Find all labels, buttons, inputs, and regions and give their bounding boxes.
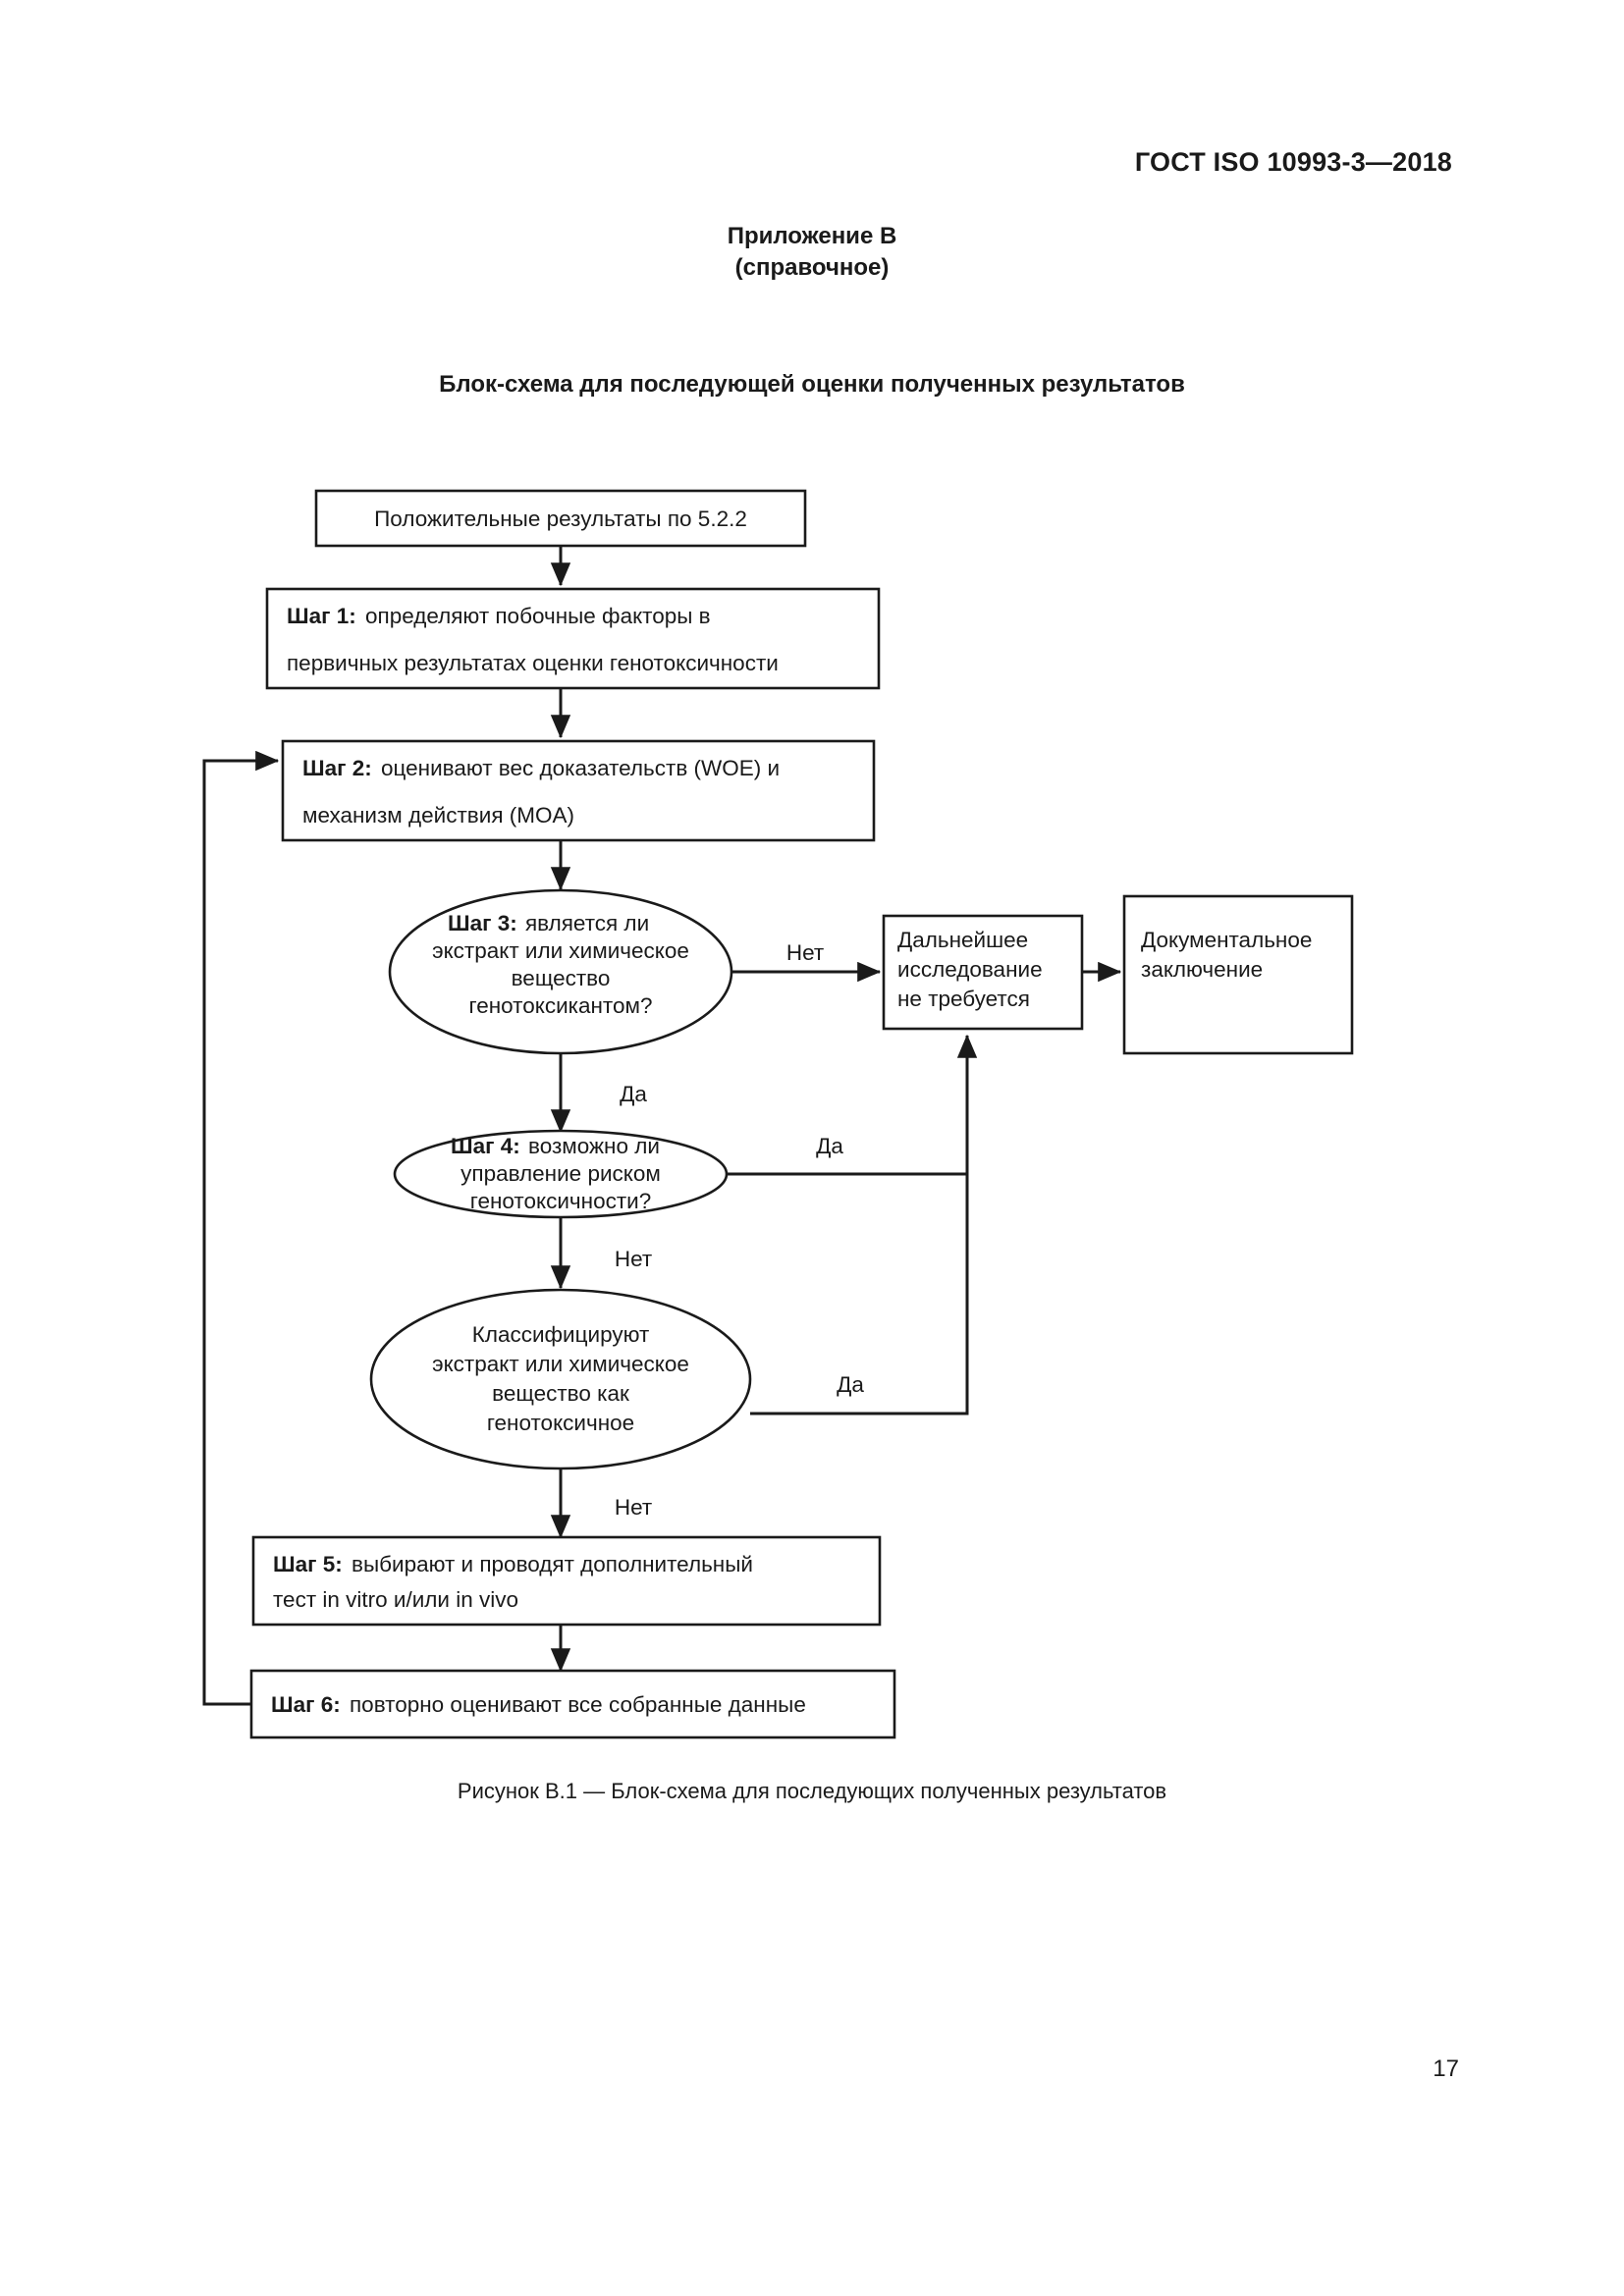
- step5-label: Шаг 5:: [273, 1552, 343, 1576]
- classify-line4: генотоксичное: [487, 1411, 634, 1435]
- step5-line2: тест in vitro и/или in vivo: [273, 1587, 518, 1612]
- classify-line1: Классифицируют: [472, 1322, 650, 1347]
- step5-conjunction: и/или: [388, 1587, 457, 1612]
- connector-classify-yes-riser: [750, 1034, 978, 1415]
- node-step1[interactable]: Шаг 1: определяют побочные факторы в пер…: [265, 587, 881, 690]
- step4-ellipse[interactable]: [393, 1129, 729, 1219]
- connectors: [202, 546, 1122, 1706]
- classify-ellipse[interactable]: [369, 1288, 752, 1470]
- edge-label-step4-yes: Да: [816, 1134, 843, 1158]
- node-step6[interactable]: Шаг 6: повторно оценивают все собранные …: [249, 1669, 896, 1739]
- node-step5[interactable]: Шаг 5: выбирают и проводят дополнительны…: [251, 1535, 882, 1627]
- step1-label: Шаг 1:: [287, 604, 356, 628]
- documented-line1: Документальное: [1141, 928, 1312, 952]
- step5-line2-prefix: тест: [273, 1587, 322, 1612]
- step5-in-vitro: in vitro: [322, 1587, 387, 1612]
- step2-line2: механизм действия (MOA): [302, 803, 574, 828]
- node-documented-conclusion[interactable]: Документальное заключение: [1122, 894, 1354, 1055]
- edge-label-classify-no: Нет: [615, 1495, 652, 1520]
- step2-box[interactable]: [281, 739, 876, 842]
- no-further-box[interactable]: [882, 914, 1084, 1031]
- edge-label-step3-yes: Да: [620, 1082, 647, 1106]
- step3-line4: генотоксикантом?: [469, 993, 653, 1018]
- step1-line2: первичных результатах оценки генотоксичн…: [287, 651, 779, 675]
- step3-label: Шаг 3:: [448, 911, 517, 935]
- step3-line1: является ли: [525, 911, 649, 935]
- step4-label: Шаг 4:: [451, 1134, 520, 1158]
- section-title: Блок-схема для последующей оценки получе…: [439, 371, 1185, 398]
- start-box[interactable]: [314, 489, 807, 548]
- step5-line1: выбирают и проводят дополнительный: [352, 1552, 753, 1576]
- step3-ellipse[interactable]: [388, 888, 733, 1055]
- start-label: Положительные результаты по 5.2.2: [374, 507, 747, 531]
- figure-caption: Рисунок В.1 — Блок-схема для последующих…: [457, 1779, 1167, 1803]
- step6-box[interactable]: [249, 1669, 896, 1739]
- step3-line2: экстракт или химическое: [432, 938, 689, 963]
- no-further-line2: исследование: [897, 957, 1043, 982]
- documented-box[interactable]: [1122, 894, 1354, 1055]
- edge-label-classify-yes: Да: [837, 1372, 864, 1397]
- edge-label-step3-no: Нет: [786, 940, 824, 965]
- annex-label: Приложение В: [727, 223, 897, 249]
- connector-step6-feedback-to-step2: [202, 750, 280, 1706]
- step2-line1: оценивают вес доказательств (WOE) и: [381, 756, 780, 780]
- page-number: 17: [1433, 2056, 1459, 2082]
- annex-kind: (справочное): [734, 254, 890, 282]
- edge-label-step4-no: Нет: [615, 1247, 652, 1271]
- document-header: ГОСТ ISO 10993-3—2018: [1134, 147, 1452, 177]
- step5-in-vivo: in vivo: [456, 1587, 518, 1612]
- node-step3[interactable]: Шаг 3: является ли экстракт или химическ…: [388, 888, 733, 1055]
- step3-line3: вещество: [512, 966, 611, 990]
- step6-label: Шаг 6:: [271, 1692, 341, 1717]
- step4-line2: управление риском: [460, 1161, 661, 1186]
- step1-box[interactable]: [265, 587, 881, 690]
- no-further-line3: не требуется: [897, 987, 1030, 1011]
- documented-line2: заключение: [1141, 957, 1263, 982]
- node-classify[interactable]: Классифицируют экстракт или химическое в…: [369, 1288, 752, 1470]
- flowchart-diagram: Положительные результаты по 5.2.2 Шаг 1:…: [202, 489, 1354, 1739]
- node-no-further-investigation[interactable]: Дальнейшее исследование не требуется: [882, 914, 1084, 1031]
- node-start[interactable]: Положительные результаты по 5.2.2: [314, 489, 807, 548]
- annex-title: Приложение В (справочное): [0, 221, 1624, 285]
- edge-labels: Нет Да Да Нет Да Нет: [615, 940, 865, 1520]
- step4-line3: генотоксичности?: [470, 1189, 651, 1213]
- step1-line1: определяют побочные факторы в: [365, 604, 711, 628]
- node-step4[interactable]: Шаг 4: возможно ли управление риском ген…: [393, 1129, 729, 1219]
- step2-label: Шаг 2:: [302, 756, 372, 780]
- classify-line3: вещество как: [492, 1381, 629, 1406]
- step5-box[interactable]: [251, 1535, 882, 1627]
- step6-text: повторно оценивают все собранные данные: [350, 1692, 806, 1717]
- no-further-line1: Дальнейшее: [897, 928, 1028, 952]
- classify-line2: экстракт или химическое: [432, 1352, 689, 1376]
- step4-line1: возможно ли: [528, 1134, 660, 1158]
- node-step2[interactable]: Шаг 2: оценивают вес доказательств (WOE)…: [281, 739, 876, 842]
